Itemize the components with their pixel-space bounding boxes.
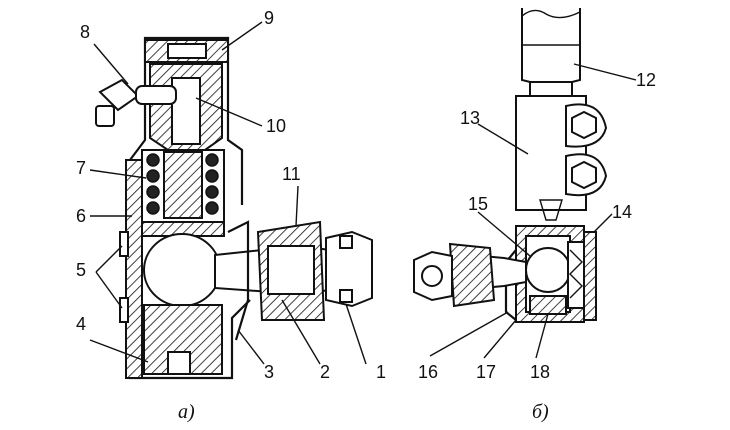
callout-10: 10 (266, 116, 286, 136)
view-a-drawing (95, 36, 373, 380)
callout-13: 13 (460, 108, 480, 128)
view-b-drawing (413, 8, 608, 323)
callout-8: 8 (80, 22, 90, 42)
grease-fitting-cap (95, 105, 115, 127)
lower-insert-b (529, 295, 567, 315)
callout-17: 17 (476, 362, 496, 382)
clamp-bolt-upper (571, 110, 597, 140)
callout-3: 3 (264, 362, 274, 382)
callout-16: 16 (418, 362, 438, 382)
callout-12: 12 (636, 70, 656, 90)
upper-insert-bore (171, 77, 201, 145)
caption-view-b: б) (532, 401, 549, 423)
callout-4: 4 (76, 314, 86, 334)
callout-7: 7 (76, 158, 86, 178)
callout-15: 15 (468, 194, 488, 214)
steering-arm-bore (267, 245, 315, 295)
spring-seat (567, 241, 585, 309)
housing-left-wall (125, 159, 143, 379)
dust-seal (227, 220, 250, 341)
top-plug-slot (167, 43, 207, 59)
callout-6: 6 (76, 206, 86, 226)
callout-2: 2 (320, 362, 330, 382)
callout-14: 14 (612, 202, 632, 222)
callouts-view-b: 12 13 14 15 16 17 18 (418, 70, 656, 382)
nut-slot-top (339, 235, 353, 249)
rod-neck (529, 81, 573, 97)
side-plate-upper (119, 231, 129, 257)
callouts-view-a: 1 2 3 4 5 6 7 8 9 10 11 (76, 8, 386, 382)
leader-lines (89, 21, 637, 365)
boot-b (504, 249, 517, 321)
nut-slot-bottom (339, 289, 353, 303)
spring-coils (146, 153, 219, 215)
cover-spring (569, 249, 583, 299)
housing-top-outline (129, 36, 244, 205)
spring-guide (163, 151, 203, 219)
castle-nut (325, 230, 373, 308)
steering-arm-eye-b (448, 242, 496, 308)
callout-18: 18 (530, 362, 550, 382)
caption-view-a: а) (178, 401, 195, 423)
lower-insert (143, 304, 223, 375)
rod-break-line (521, 9, 581, 19)
nut-b-face (421, 265, 443, 287)
ball-head (143, 233, 221, 307)
cover-plate (583, 231, 597, 321)
clamp-bolt-lower (571, 160, 597, 190)
grease-nipple (135, 85, 177, 105)
callout-5: 5 (76, 260, 86, 280)
lower-insert-slot (167, 351, 191, 375)
callout-11: 11 (282, 164, 301, 184)
side-plate-lower (119, 297, 129, 323)
callout-1: 1 (376, 362, 386, 382)
ball-head-b (525, 247, 571, 293)
clamp-tip (539, 199, 563, 221)
callout-9: 9 (264, 8, 274, 28)
